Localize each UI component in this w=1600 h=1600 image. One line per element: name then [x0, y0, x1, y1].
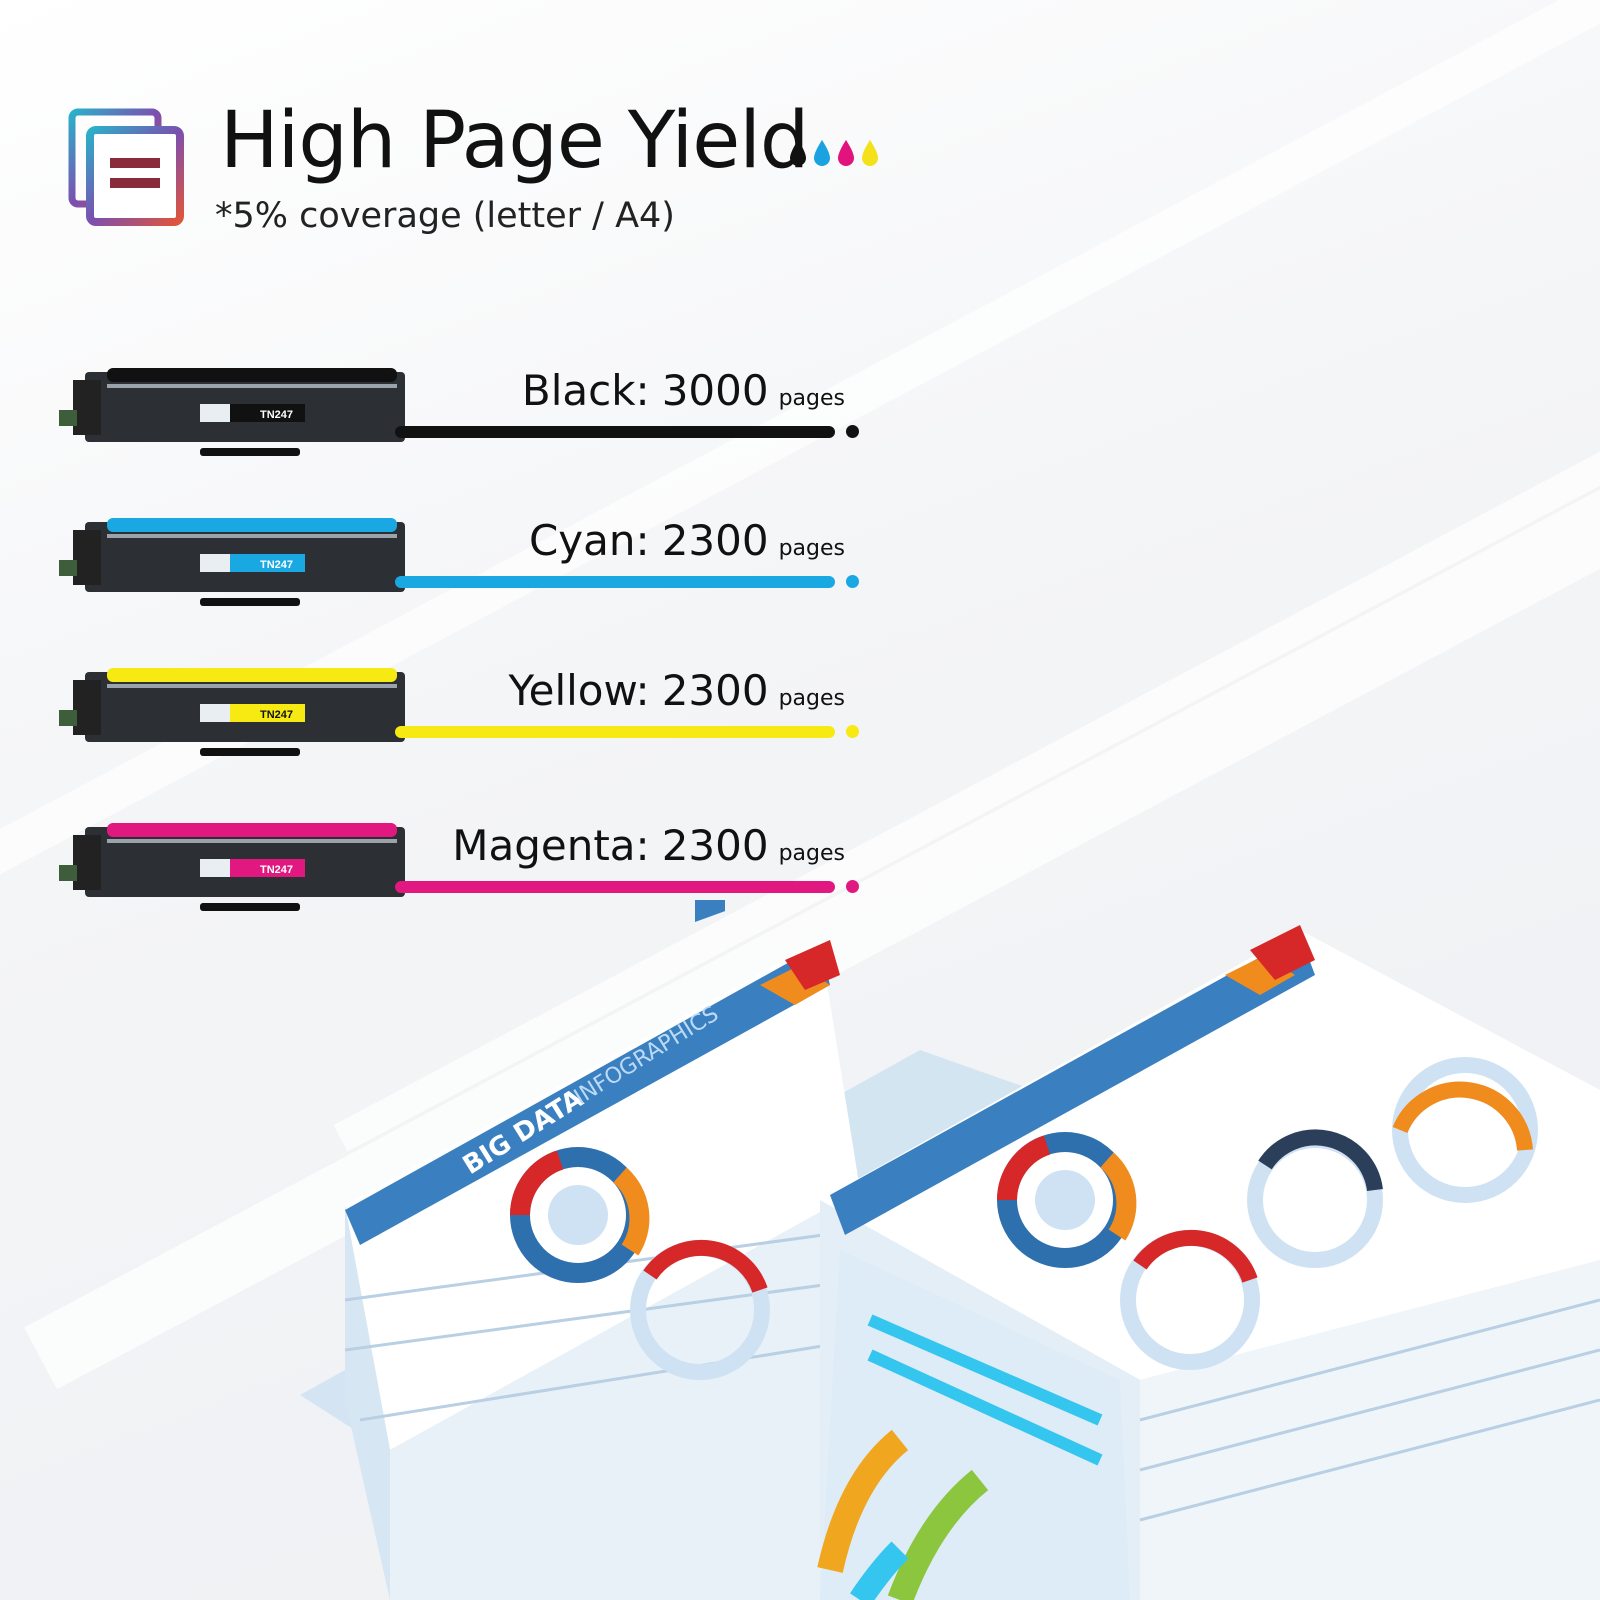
color-name: Black: — [521, 366, 650, 415]
toner-cartridge-image: TN247 — [59, 668, 405, 756]
ink-drops-icon — [790, 140, 878, 166]
color-bar-dot — [846, 425, 859, 438]
yield-label: Black:3000 pages — [522, 366, 845, 415]
cartridge-model-label: TN247 — [260, 709, 293, 721]
paper-stack-left: BIG DATA INFOGRAPHICS — [344, 900, 880, 1600]
yield-row: TN247 Black:3000 pages — [0, 360, 900, 470]
page-unit: pages — [778, 686, 845, 711]
page-title: High Page Yield — [220, 96, 809, 186]
color-bar-dot — [846, 880, 859, 893]
cartridge-model-label: TN247 — [260, 409, 293, 421]
cartridge-model-label: TN247 — [260, 559, 293, 571]
page-unit: pages — [778, 386, 845, 411]
color-bar — [395, 881, 835, 893]
toner-cartridge-image: TN247 — [59, 368, 405, 456]
coverage-note: *5% coverage (letter / A4) — [215, 196, 675, 236]
documents-icon — [68, 108, 184, 226]
yield-row: TN247 Yellow:2300 pages — [0, 660, 900, 770]
page-count: 2300 — [661, 821, 769, 870]
page-unit: pages — [778, 841, 845, 866]
color-name: Cyan: — [528, 516, 650, 565]
toner-cartridge-image: TN247 — [59, 518, 405, 606]
ink-drop-icon — [838, 140, 854, 166]
toner-cartridge-image: TN247 — [59, 823, 405, 911]
yield-label: Magenta:2300 pages — [452, 821, 845, 870]
yield-label: Cyan:2300 pages — [529, 516, 845, 565]
color-bar — [395, 426, 835, 438]
yield-row: TN247 Cyan:2300 pages — [0, 510, 900, 620]
yield-row: TN247 Magenta:2300 pages — [0, 815, 900, 925]
color-bar — [395, 576, 835, 588]
page-count: 2300 — [661, 666, 769, 715]
paper-stack-right — [817, 925, 1600, 1600]
page-unit: pages — [778, 536, 845, 561]
yield-label: Yellow:2300 pages — [509, 666, 845, 715]
ink-drop-icon — [862, 140, 878, 166]
ink-drop-icon — [790, 140, 806, 166]
color-bar-dot — [846, 725, 859, 738]
color-bar-dot — [846, 575, 859, 588]
paper-stack-illustration: BIG DATA INFOGRAPHICS — [300, 900, 1600, 1600]
cartridge-model-label: TN247 — [260, 864, 293, 876]
color-bar — [395, 726, 835, 738]
page-count: 2300 — [661, 516, 769, 565]
color-name: Yellow: — [508, 666, 650, 715]
page-count: 3000 — [661, 366, 769, 415]
color-name: Magenta: — [452, 821, 650, 870]
ink-drop-icon — [814, 140, 830, 166]
